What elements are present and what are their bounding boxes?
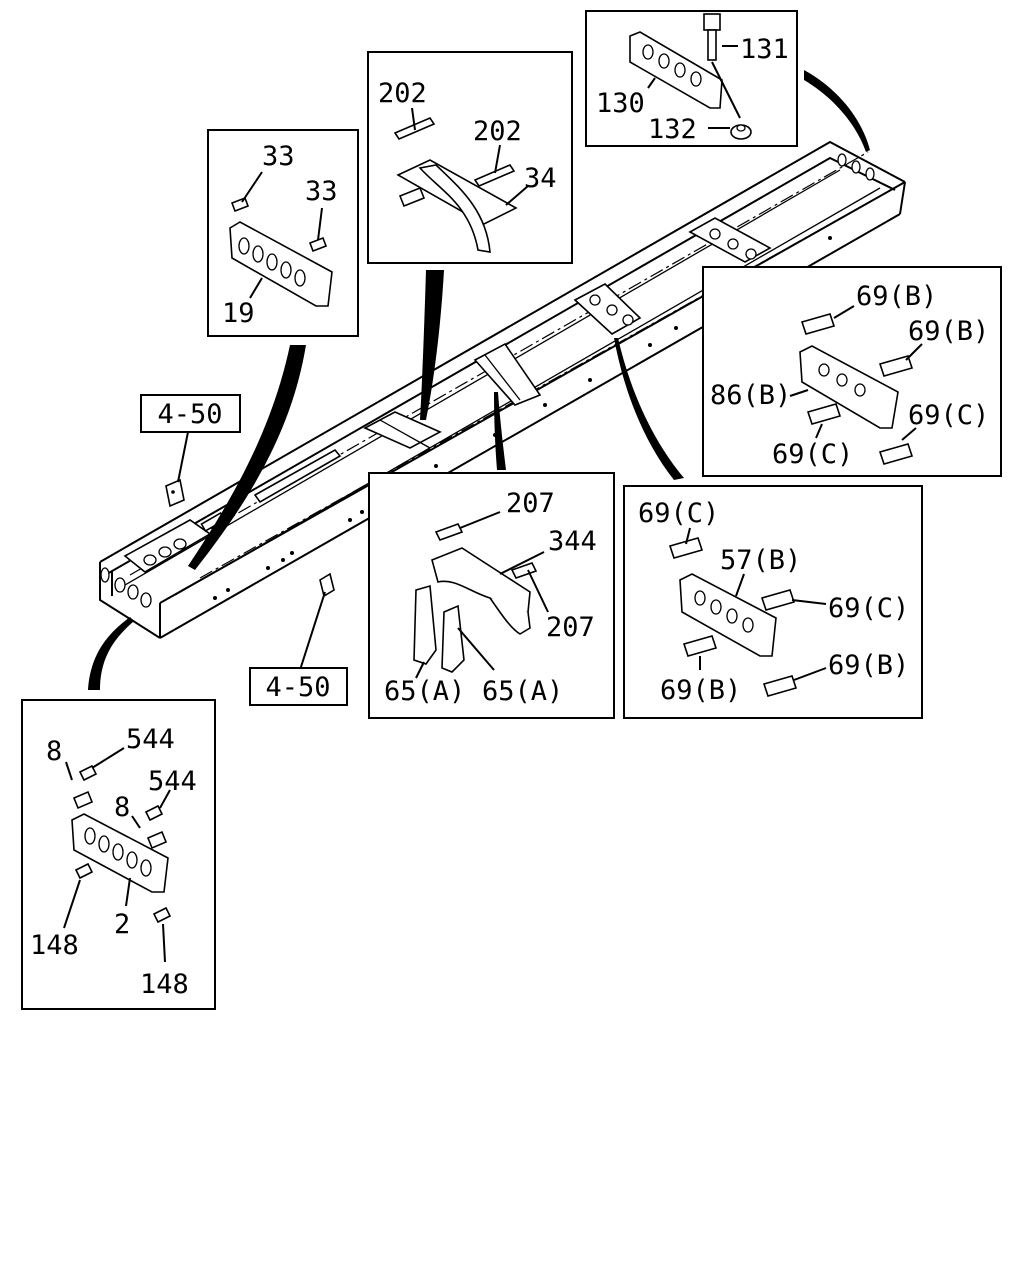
leader-wedges [88, 70, 870, 690]
callout-69c-d: 69(C) [828, 593, 909, 624]
detail-box-crossmember-57b: 69(C) 57(B) 69(C) 69(B) 69(B) [623, 485, 923, 719]
callout-69b-b: 69(B) [908, 316, 989, 347]
small-bracket-right [299, 572, 335, 671]
callout-207-b: 207 [546, 612, 595, 643]
callout-130: 130 [596, 88, 645, 119]
callout-69c-b: 69(C) [772, 439, 853, 470]
callout-34: 34 [524, 163, 557, 194]
callout-132: 132 [648, 114, 697, 145]
callout-2: 2 [114, 909, 130, 940]
detail-box-crossmember-2: 8 544 544 8 148 2 148 [21, 699, 216, 1010]
callout-148-b: 148 [140, 969, 189, 1000]
callout-33-a: 33 [262, 141, 295, 172]
detail-box-crossmember-344: 207 344 207 65(A) 65(A) [368, 472, 615, 719]
callout-544-a: 544 [126, 724, 175, 755]
small-bracket-left [165, 431, 189, 508]
callout-131: 131 [740, 34, 789, 65]
callout-69b-c: 69(B) [660, 675, 741, 706]
ref-box-upper: 4-50 [140, 394, 241, 433]
callout-65a-a: 65(A) [384, 676, 465, 707]
detail-box-crossmember-34: 202 202 34 [367, 51, 573, 264]
ref-label-upper: 4-50 [157, 399, 222, 430]
callout-207-a: 207 [506, 488, 555, 519]
callout-8-a: 8 [46, 736, 62, 767]
callout-202-b: 202 [473, 116, 522, 147]
callout-33-b: 33 [305, 176, 338, 207]
callout-69b-d: 69(B) [828, 650, 909, 681]
callout-202-a: 202 [378, 78, 427, 109]
callout-69b-a: 69(B) [856, 281, 937, 312]
callout-344: 344 [548, 526, 597, 557]
callout-19: 19 [222, 298, 255, 329]
ref-box-lower: 4-50 [249, 667, 348, 706]
callout-69c-a: 69(C) [908, 400, 989, 431]
callout-57b: 57(B) [720, 545, 801, 576]
ref-label-lower: 4-50 [265, 672, 330, 703]
callout-8-b: 8 [114, 792, 130, 823]
chassis-frame [99, 140, 906, 639]
callout-148-a: 148 [30, 930, 79, 961]
callout-65a-b: 65(A) [482, 676, 563, 707]
callout-544-b: 544 [148, 766, 197, 797]
callout-86b: 86(B) [710, 380, 791, 411]
callout-69c-c: 69(C) [638, 498, 719, 529]
detail-box-crossmember-130: 131 130 132 [585, 10, 798, 147]
detail-box-crossmember-86b: 69(B) 69(B) 86(B) 69(C) 69(C) [702, 266, 1002, 477]
detail-box-crossmember-19: 33 33 19 [207, 129, 359, 337]
